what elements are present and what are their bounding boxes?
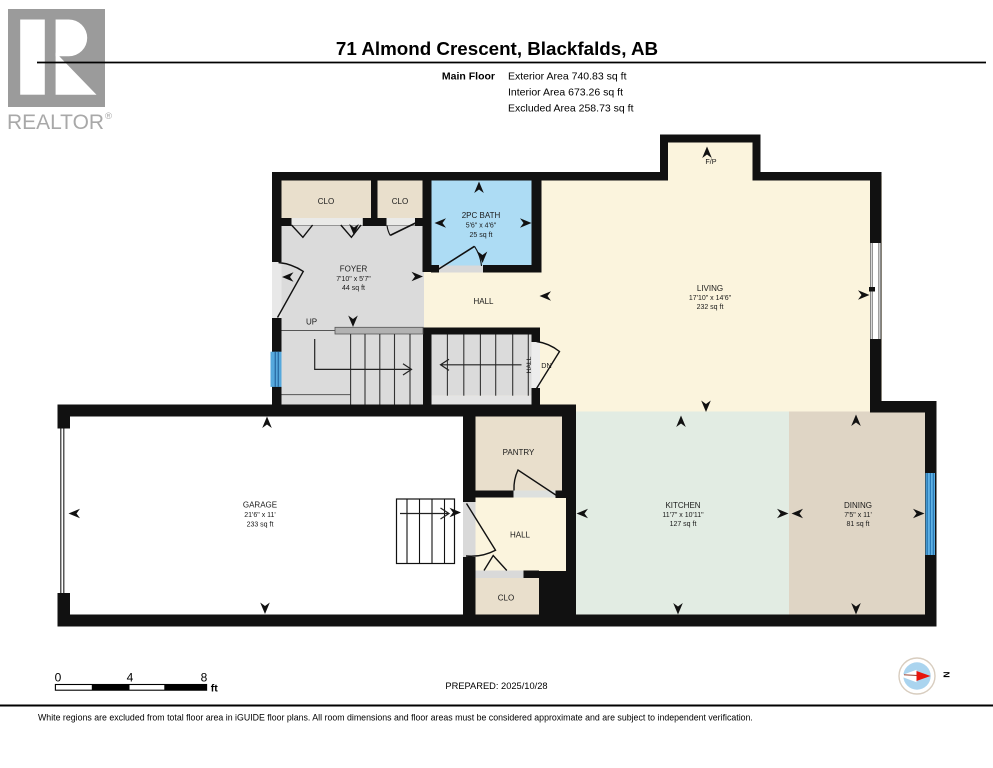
svg-text:FOYER: FOYER bbox=[340, 265, 368, 274]
svg-text:71 Almond Crescent, Blackfalds: 71 Almond Crescent, Blackfalds, AB bbox=[336, 38, 658, 59]
svg-text:®: ® bbox=[105, 111, 112, 122]
svg-text:CLO: CLO bbox=[392, 197, 408, 206]
svg-text:7'10" x 5'7": 7'10" x 5'7" bbox=[336, 276, 371, 283]
svg-text:PREPARED: 2025/10/28: PREPARED: 2025/10/28 bbox=[445, 681, 547, 691]
svg-text:HALL: HALL bbox=[526, 356, 533, 373]
svg-text:21'6" x 11': 21'6" x 11' bbox=[244, 512, 276, 519]
svg-text:4: 4 bbox=[127, 671, 134, 685]
svg-text:CLO: CLO bbox=[318, 197, 334, 206]
svg-text:HALL: HALL bbox=[473, 297, 494, 306]
svg-text:KITCHEN: KITCHEN bbox=[665, 501, 700, 510]
svg-text:81 sq ft: 81 sq ft bbox=[847, 521, 870, 528]
svg-text:Interior Area 673.26 sq ft: Interior Area 673.26 sq ft bbox=[508, 87, 623, 99]
svg-text:17'10" x 14'6": 17'10" x 14'6" bbox=[689, 295, 732, 302]
svg-text:DN: DN bbox=[541, 361, 551, 370]
svg-text:ft: ft bbox=[211, 683, 218, 695]
svg-text:11'7" x 10'11": 11'7" x 10'11" bbox=[662, 512, 704, 519]
svg-text:127 sq ft: 127 sq ft bbox=[670, 521, 697, 528]
svg-text:PANTRY: PANTRY bbox=[503, 448, 535, 457]
svg-text:5'6" x 4'6": 5'6" x 4'6" bbox=[466, 223, 497, 230]
svg-text:8: 8 bbox=[201, 671, 208, 685]
svg-text:UP: UP bbox=[306, 318, 317, 327]
svg-text:233 sq ft: 233 sq ft bbox=[247, 522, 274, 529]
svg-text:REALTOR: REALTOR bbox=[7, 110, 104, 134]
svg-text:LIVING: LIVING bbox=[697, 284, 723, 293]
svg-text:2PC BATH: 2PC BATH bbox=[462, 211, 501, 220]
svg-text:HALL: HALL bbox=[510, 531, 531, 540]
svg-text:Main Floor: Main Floor bbox=[442, 71, 495, 83]
svg-text:7'5" x 11': 7'5" x 11' bbox=[844, 512, 872, 519]
svg-text:DINING: DINING bbox=[844, 501, 872, 510]
svg-text:0: 0 bbox=[55, 671, 62, 685]
svg-text:25 sq ft: 25 sq ft bbox=[470, 232, 493, 239]
svg-text:F/P: F/P bbox=[705, 157, 716, 166]
svg-text:GARAGE: GARAGE bbox=[243, 501, 277, 510]
svg-text:CLO: CLO bbox=[498, 594, 514, 603]
svg-text:Exterior Area 740.83 sq ft: Exterior Area 740.83 sq ft bbox=[508, 71, 627, 83]
svg-text:232 sq ft: 232 sq ft bbox=[697, 304, 724, 311]
svg-text:White regions are excluded fro: White regions are excluded from total fl… bbox=[38, 713, 753, 723]
svg-text:44 sq ft: 44 sq ft bbox=[342, 285, 365, 292]
svg-text:Excluded Area 258.73 sq ft: Excluded Area 258.73 sq ft bbox=[508, 103, 634, 115]
svg-text:N: N bbox=[942, 672, 952, 678]
